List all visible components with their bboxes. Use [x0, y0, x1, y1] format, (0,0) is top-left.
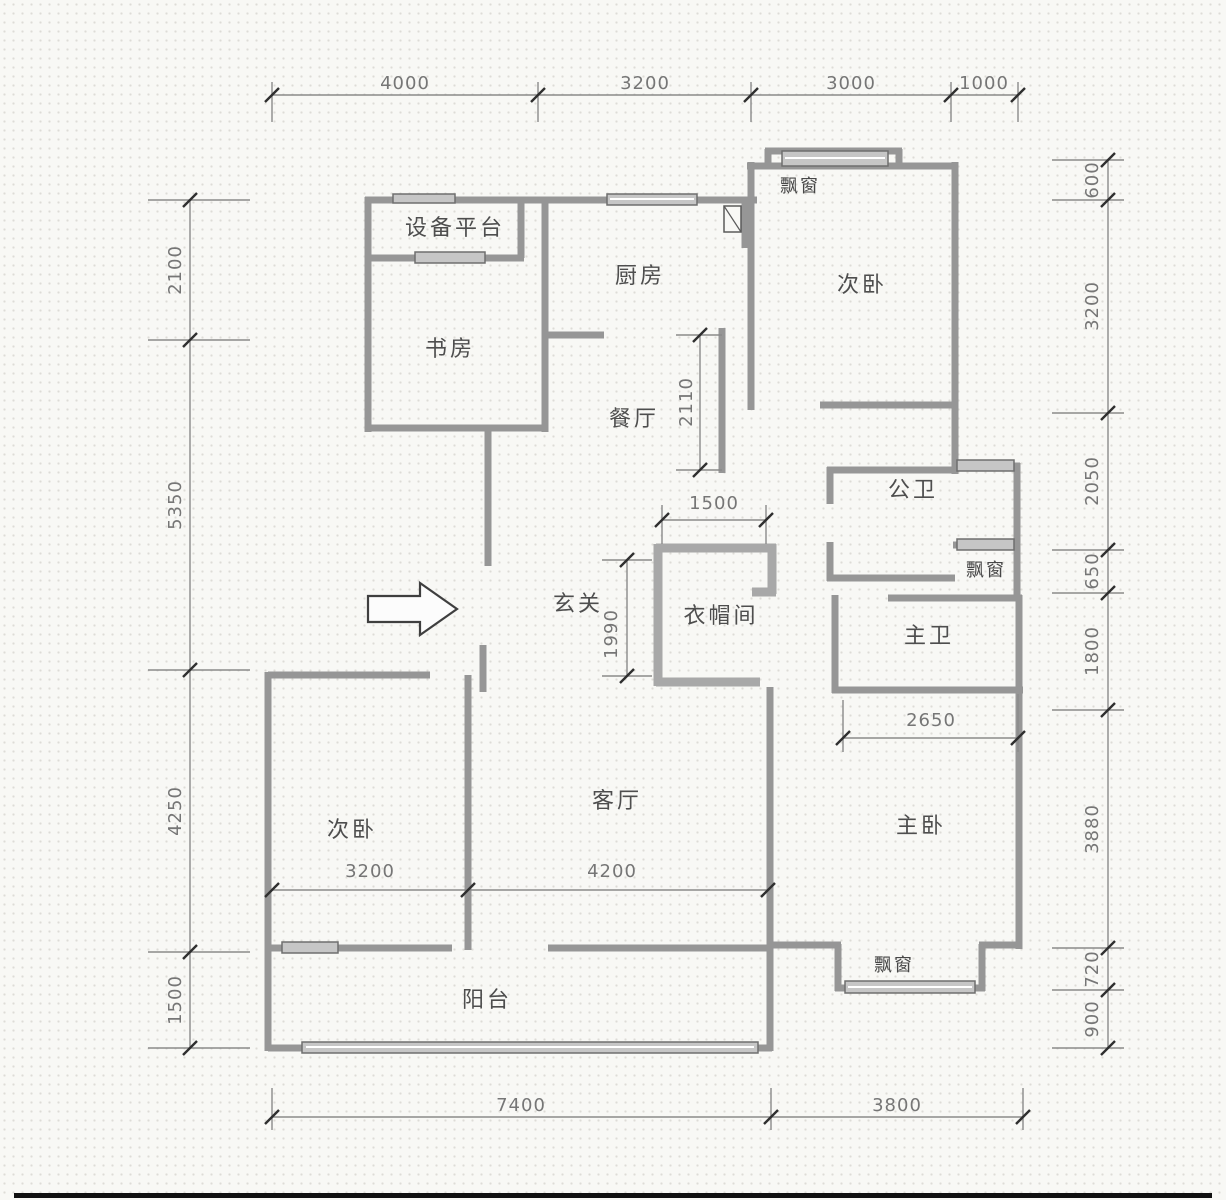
dim-top-3200: 3200	[620, 73, 670, 94]
entry-arrow-icon	[366, 580, 459, 638]
room-label-master-bedroom: 主卧	[895, 814, 947, 839]
dim-inner-2110: 2110	[676, 377, 697, 427]
dim-right-3200: 3200	[1082, 281, 1103, 331]
bay-window-label-bottom: 飘窗	[874, 955, 914, 976]
dim-top-1000: 1000	[959, 73, 1009, 94]
dim-inner-1500: 1500	[689, 493, 739, 514]
bay-window-label-right: 飘窗	[966, 560, 1006, 581]
dimension-lines	[148, 82, 1124, 1130]
dim-right-900: 900	[1082, 1000, 1103, 1038]
room-label-dining: 餐厅	[608, 407, 660, 432]
dim-right-3880: 3880	[1082, 804, 1103, 854]
page-bottom-rule	[14, 1193, 1212, 1198]
room-label-kitchen: 厨房	[614, 264, 666, 289]
room-label-living: 客厅	[591, 789, 643, 814]
dim-bottom-7400: 7400	[496, 1095, 546, 1116]
dim-left-5350: 5350	[165, 480, 186, 530]
bay-window-label-top: 飘窗	[780, 176, 820, 197]
room-label-study: 书房	[424, 337, 476, 362]
room-label-master-bath: 主卫	[903, 624, 955, 649]
dim-top-4000: 4000	[380, 73, 430, 94]
dim-right-2050: 2050	[1082, 456, 1103, 506]
dim-right-600: 600	[1082, 161, 1103, 199]
window-center-lines	[306, 157, 972, 1048]
dimension-ticks	[181, 86, 1117, 1126]
dim-inner-1990: 1990	[601, 609, 622, 659]
room-label-balcony: 阳台	[461, 988, 513, 1013]
room-label-cloakroom: 衣帽间	[683, 604, 759, 629]
dim-inner-2650: 2650	[906, 710, 956, 731]
room-label-public-bath: 公卫	[887, 478, 939, 503]
dim-left-2100: 2100	[165, 245, 186, 295]
dim-right-720: 720	[1082, 950, 1103, 988]
cloakroom-walls	[653, 543, 777, 687]
room-label-bedroom-top: 次卧	[836, 273, 888, 298]
dim-top-3000: 3000	[826, 73, 876, 94]
dim-inner-3200: 3200	[345, 861, 395, 882]
room-label-foyer: 玄关	[552, 592, 604, 617]
dim-right-1800: 1800	[1082, 626, 1103, 676]
dim-right-650: 650	[1082, 552, 1103, 590]
dim-left-4250: 4250	[165, 786, 186, 836]
room-label-equipment-platform: 设备平台	[404, 216, 506, 241]
room-label-bedroom-bottom: 次卧	[326, 818, 378, 843]
dim-inner-4200: 4200	[587, 861, 637, 882]
door-leaf-icon	[723, 205, 742, 233]
dim-left-1500: 1500	[165, 975, 186, 1025]
dim-bottom-3800: 3800	[872, 1095, 922, 1116]
